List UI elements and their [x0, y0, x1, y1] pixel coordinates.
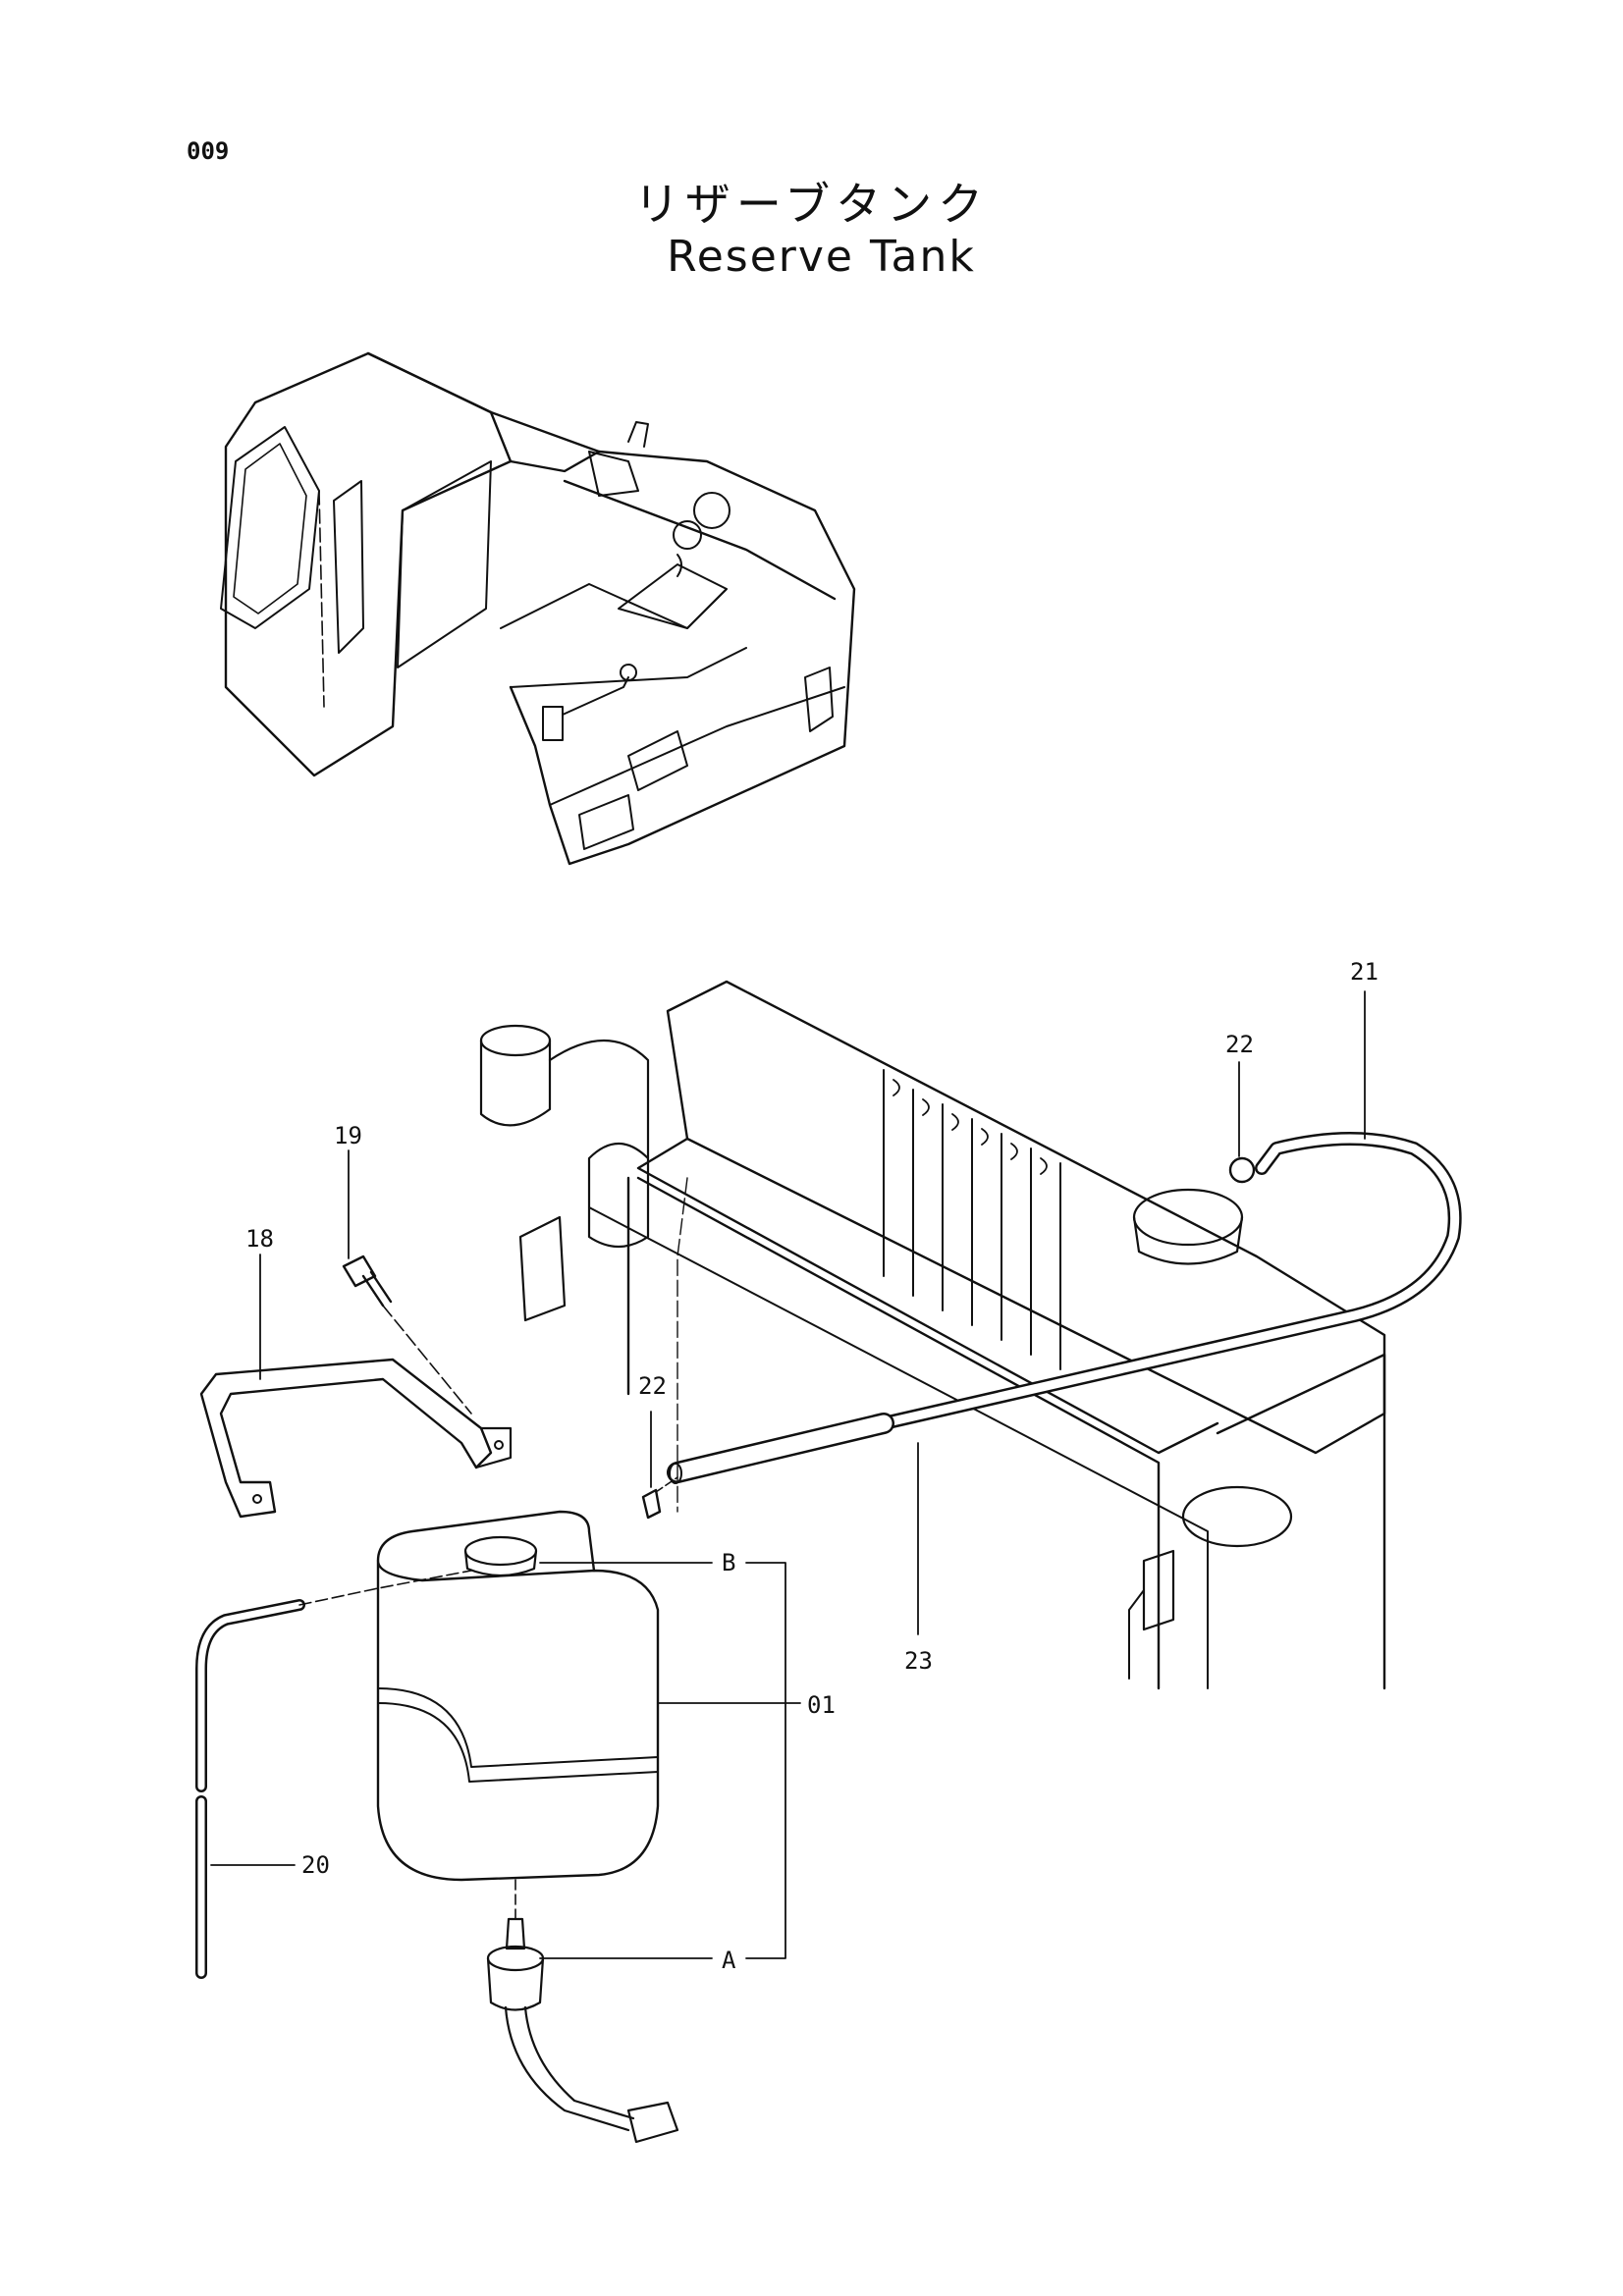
callout-01: 01 [807, 1691, 836, 1719]
reserve-tank [376, 1510, 679, 2144]
radiator-assembly [479, 980, 1386, 1690]
page-number: 009 [187, 137, 230, 165]
callout-labels: 21 22 19 18 22 23 B A 01 20 [245, 958, 1379, 1974]
overflow-hose [641, 1132, 1462, 1520]
callout-19: 19 [334, 1122, 362, 1149]
title-english: Reserve Tank [667, 232, 976, 282]
excavator-overview [220, 351, 856, 866]
callout-22-lower: 22 [638, 1372, 667, 1400]
breather-hose [195, 1570, 472, 1979]
title-japanese: リザーブタンク [633, 178, 990, 231]
callout-b: B [722, 1549, 735, 1576]
callout-22-upper: 22 [1225, 1031, 1254, 1058]
callout-leaders [210, 990, 1366, 1959]
callout-23: 23 [904, 1647, 933, 1675]
callout-21: 21 [1350, 958, 1379, 986]
callout-20: 20 [301, 1851, 330, 1879]
callout-18: 18 [245, 1225, 274, 1253]
tank-bracket [199, 1255, 513, 1519]
callout-a: A [722, 1947, 736, 1974]
